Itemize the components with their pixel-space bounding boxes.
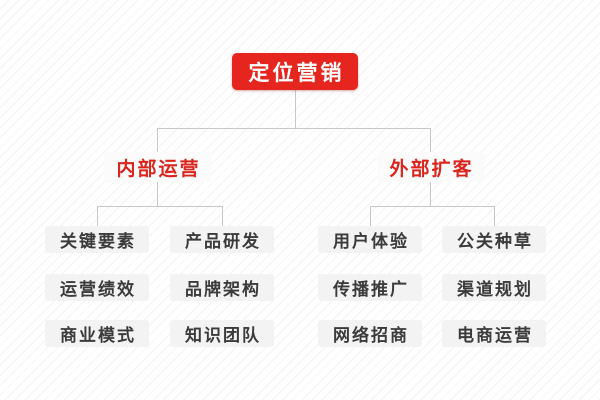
- leaf-node[interactable]: 知识团队: [170, 320, 274, 347]
- leaf-node[interactable]: 用户体验: [318, 226, 422, 253]
- leaf-node[interactable]: 渠道规划: [442, 274, 546, 301]
- connector-right-drop: [430, 128, 431, 152]
- connector-level2-bar: [157, 128, 431, 129]
- leaf-node[interactable]: 网络招商: [318, 320, 422, 347]
- leaf-node[interactable]: 传播推广: [318, 274, 422, 301]
- connector-right-col1-drop: [370, 206, 371, 226]
- connector-left-col1-drop: [97, 206, 98, 226]
- leaf-node[interactable]: 商业模式: [45, 320, 149, 347]
- connector-right-bar: [370, 206, 495, 207]
- connector-left-drop: [157, 128, 158, 152]
- connector-left-bar: [97, 206, 223, 207]
- leaf-node[interactable]: 关键要素: [45, 226, 149, 253]
- connector-root-stem: [295, 90, 296, 128]
- connector-left-col2-drop: [222, 206, 223, 226]
- connector-right-stem: [430, 182, 431, 206]
- leaf-node[interactable]: 品牌架构: [170, 274, 274, 301]
- branch-node-external[interactable]: 外部扩客: [377, 152, 484, 182]
- root-node[interactable]: 定位营销: [232, 53, 358, 90]
- branch-node-internal[interactable]: 内部运营: [104, 152, 211, 182]
- leaf-node[interactable]: 运营绩效: [45, 274, 149, 301]
- connector-left-stem: [157, 182, 158, 206]
- leaf-node[interactable]: 公关种草: [442, 226, 546, 253]
- leaf-node[interactable]: 产品研发: [170, 226, 274, 253]
- connector-right-col2-drop: [494, 206, 495, 226]
- leaf-node[interactable]: 电商运营: [442, 320, 546, 347]
